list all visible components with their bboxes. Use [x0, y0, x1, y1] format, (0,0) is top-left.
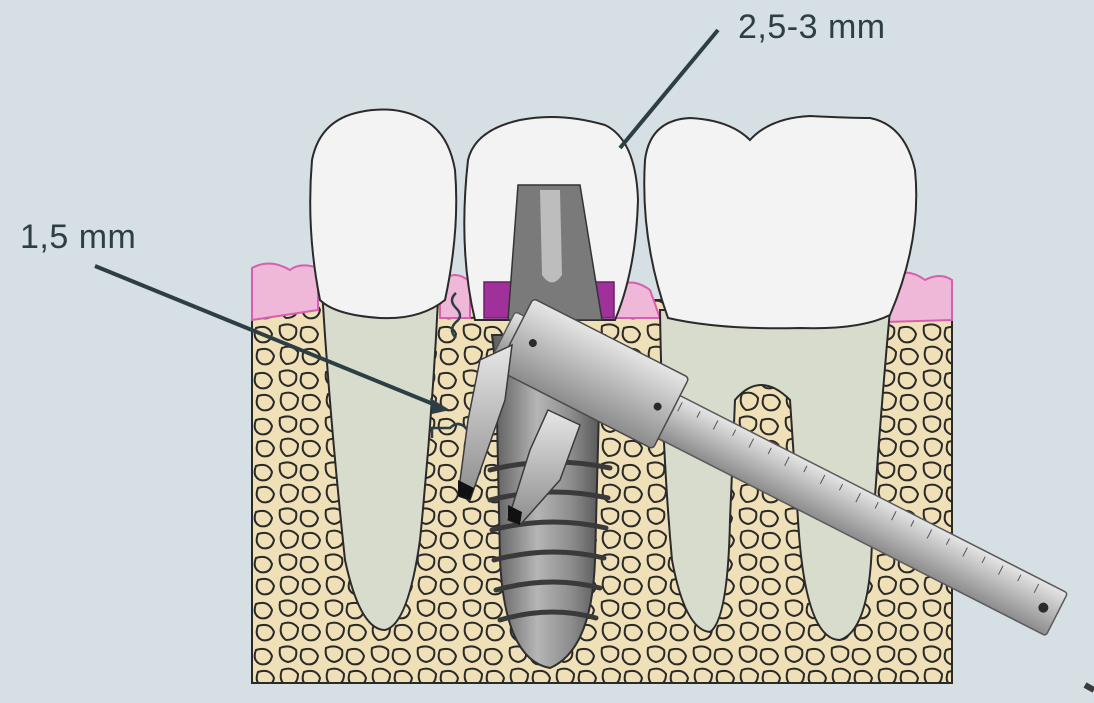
- bone-width-label: 1,5 mm: [20, 218, 136, 257]
- abutment-post-highlight: [540, 190, 562, 283]
- gum-tissue: [252, 263, 318, 320]
- right-molar-crown: [644, 116, 916, 328]
- crown-height-label: 2,5-3 mm: [738, 8, 886, 47]
- caliper-depth-rod: [1085, 685, 1094, 690]
- left-tooth-crown: [310, 110, 456, 319]
